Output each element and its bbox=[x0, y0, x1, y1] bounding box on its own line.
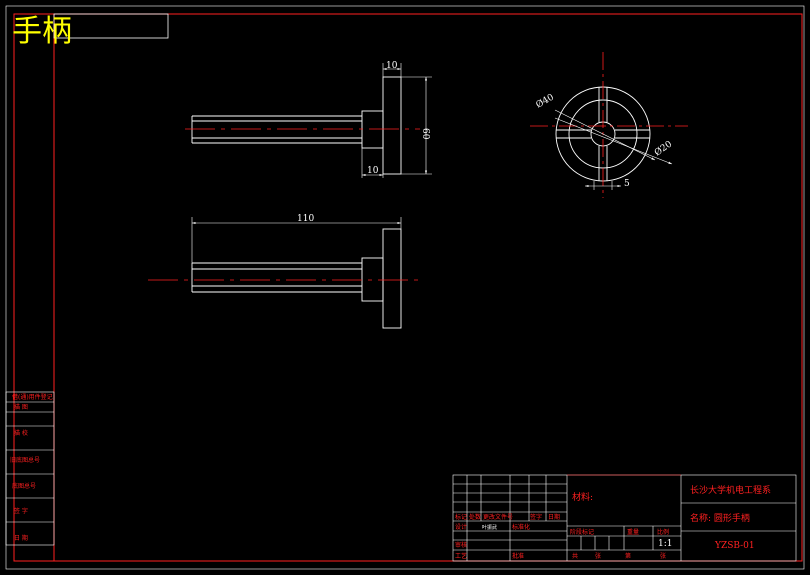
dim-label-keyway-width: 5 bbox=[624, 179, 630, 189]
dim-overall-length bbox=[191, 217, 402, 263]
tb-stage-mark: 阶段标记 bbox=[570, 528, 594, 536]
strip-label-check: 描 校 bbox=[14, 429, 28, 437]
dim-inner-diameter bbox=[554, 117, 673, 165]
dim-label-flange-thickness: 10 bbox=[386, 61, 398, 71]
tb-sheet-unit-b: 张 bbox=[660, 552, 666, 560]
dim-flange-thickness bbox=[382, 63, 402, 77]
left-register-strip: 借(通)用件登记 描 图 描 校 旧底图总号 底图总号 签 字 日 期 bbox=[5, 391, 55, 546]
strip-label-base: 底图总号 bbox=[12, 482, 36, 490]
side-view-bottom: 110 bbox=[148, 214, 420, 329]
tb-material-label: 材料: bbox=[572, 491, 593, 503]
tb-check: 审核 bbox=[455, 541, 467, 549]
dim-label-outer-diameter: Ø40 bbox=[534, 92, 556, 111]
tb-drawing-number: YZSB-01 bbox=[714, 541, 755, 551]
tb-scale-value: 1:1 bbox=[658, 539, 672, 549]
tb-sheet-no: 第 bbox=[625, 552, 631, 560]
strip-label-shared: 借(通)用件登记 bbox=[12, 393, 53, 401]
dim-outer-diameter bbox=[554, 109, 656, 161]
tb-scale-label: 比例 bbox=[657, 528, 669, 536]
tb-author: 叶振武 bbox=[482, 524, 497, 531]
dim-boss-length bbox=[361, 148, 384, 178]
tb-approve: 批准 bbox=[512, 552, 524, 560]
strip-label-old-base: 旧底图总号 bbox=[10, 456, 40, 464]
sheet-title: 手柄 bbox=[12, 14, 72, 49]
tb-date: 日期 bbox=[548, 513, 560, 521]
tb-total-sheets: 共 bbox=[572, 552, 578, 560]
side-view-top: 10 60 10 bbox=[185, 61, 432, 178]
dim-label-boss-length: 10 bbox=[367, 166, 379, 176]
centerline-end-view bbox=[530, 52, 688, 198]
drawing-frame bbox=[5, 5, 805, 570]
tb-standardization: 标准化 bbox=[512, 523, 530, 531]
tb-sheet-unit-a: 张 bbox=[595, 552, 601, 560]
end-view: Ø40 Ø20 5 bbox=[530, 52, 688, 198]
tb-mark: 标记 bbox=[455, 513, 467, 521]
tb-change-doc: 更改文件号 bbox=[483, 513, 513, 521]
tb-count: 处数 bbox=[469, 513, 481, 521]
tb-institution: 长沙大学机电工程系 bbox=[690, 484, 771, 496]
dim-flange-height bbox=[401, 76, 432, 175]
tb-weight: 重量 bbox=[627, 528, 639, 536]
strip-label-signature: 签 字 bbox=[14, 507, 28, 515]
tb-signature: 签字 bbox=[530, 513, 542, 521]
dim-label-inner-diameter: Ø20 bbox=[652, 138, 674, 158]
tb-process: 工艺 bbox=[455, 552, 467, 560]
dim-label-overall-length: 110 bbox=[297, 214, 314, 224]
strip-label-date: 日 期 bbox=[14, 534, 28, 542]
tb-part-name: 名称: 圆形手柄 bbox=[690, 512, 750, 524]
dim-label-flange-height: 60 bbox=[420, 128, 430, 140]
strip-label-trace: 描 图 bbox=[14, 403, 28, 411]
title-block: 标记 处数 更改文件号 签字 日期 设计 叶振武 标准化 审核 工艺 批准 材料… bbox=[452, 474, 797, 562]
tb-design: 设计 bbox=[455, 523, 467, 531]
